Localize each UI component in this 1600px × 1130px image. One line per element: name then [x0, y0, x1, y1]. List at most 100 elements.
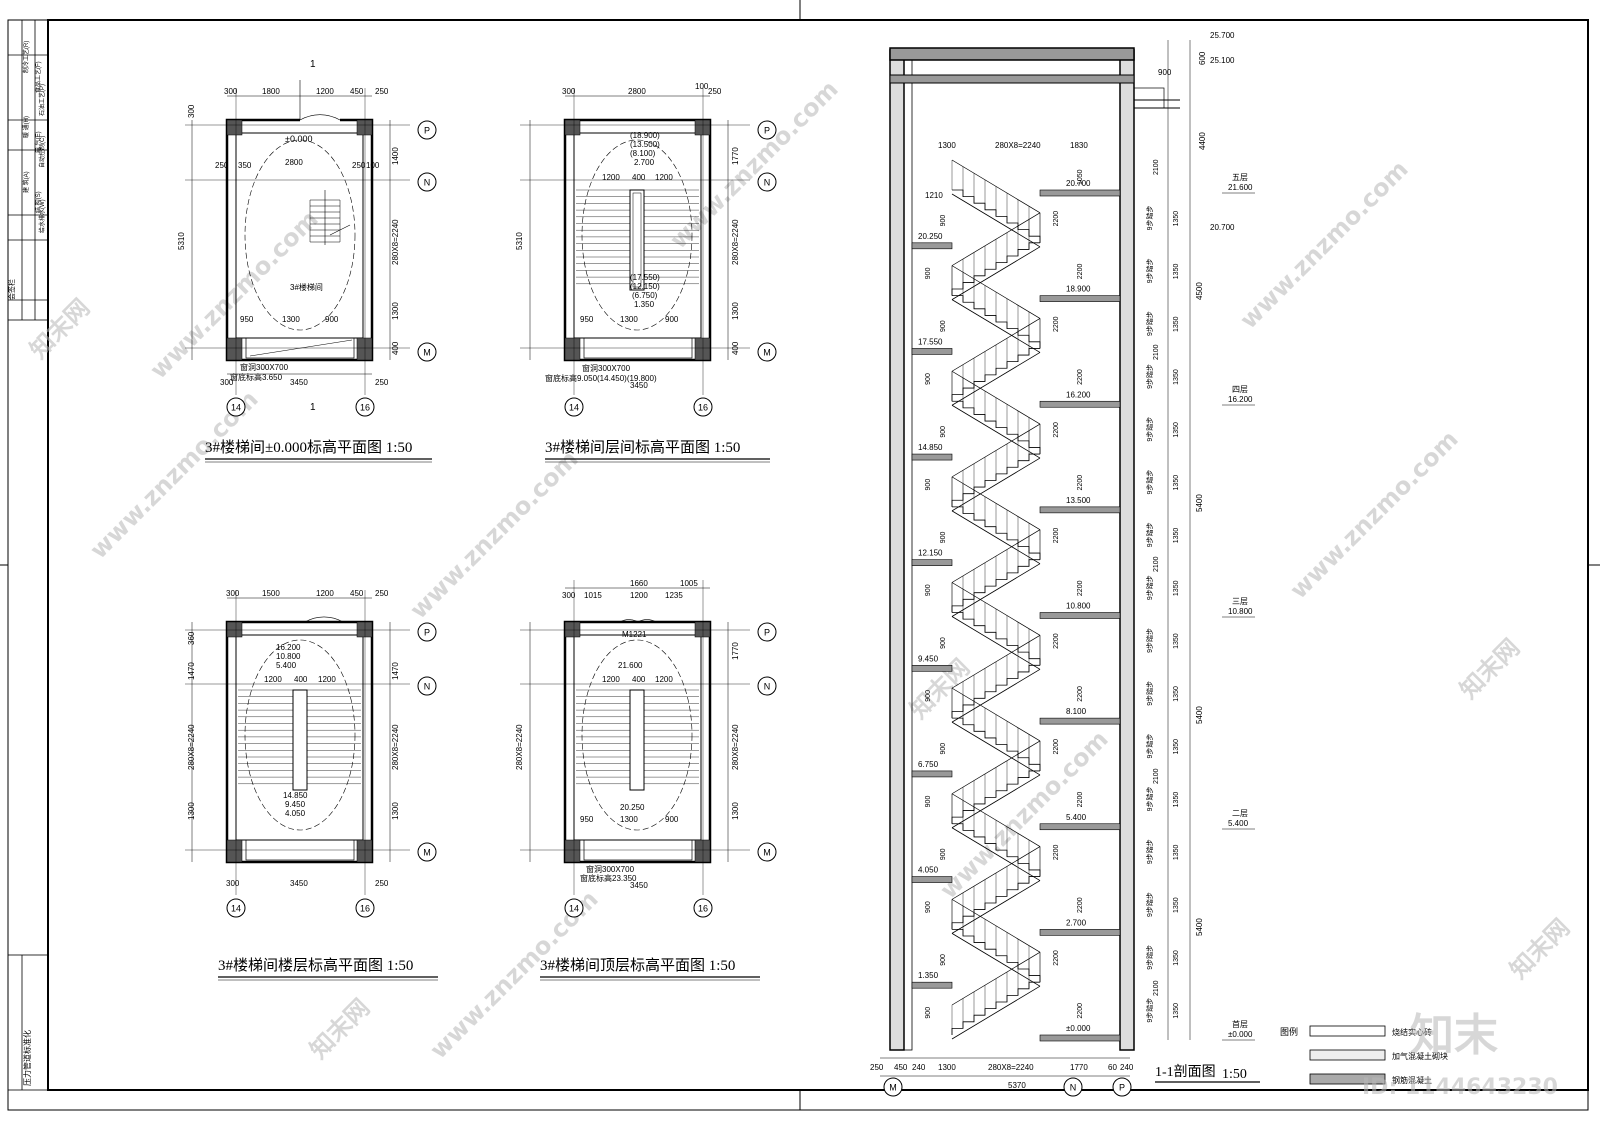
- dim: 9步踏步: [1145, 522, 1154, 547]
- dim: 1470: [391, 662, 400, 680]
- section-title-group: 1-1剖面图 1:50: [1155, 1064, 1260, 1083]
- title-block-row: 食品工艺(F): [34, 61, 42, 93]
- dim: 2200: [1077, 1003, 1084, 1019]
- dim: 280X8=2240: [731, 724, 740, 770]
- axis-bubble-label: P: [424, 628, 430, 638]
- dim: 250: [375, 87, 389, 96]
- dim: 450: [350, 589, 364, 598]
- floor-label: 首层: [1232, 1019, 1248, 1029]
- dim: 9步踏步: [1145, 470, 1154, 495]
- axis-bubble-label: P: [424, 126, 430, 136]
- section-floors: [911, 189, 1121, 1042]
- dim: 2200: [1053, 633, 1060, 649]
- dim: 1350: [1173, 580, 1180, 596]
- dim: 900: [925, 267, 932, 279]
- cut-mark: 1: [310, 59, 316, 70]
- dim: 2200: [1077, 792, 1084, 808]
- dim: 9步踏步: [1145, 206, 1154, 231]
- dim: 950: [580, 315, 594, 324]
- dim: 280X8=2240: [391, 219, 400, 265]
- dim: 5400: [1195, 706, 1204, 724]
- dim: 1300: [391, 302, 400, 320]
- dim: 900: [925, 901, 932, 913]
- dim: 280X8=2240: [731, 219, 740, 265]
- dim: 900: [925, 584, 932, 596]
- axis-bubble-label: M: [423, 348, 431, 358]
- plan-title-floor: 3#楼梯间楼层标高平面图 1:50: [218, 957, 413, 974]
- axis-bubble-label: M: [423, 848, 431, 858]
- dim: 2200: [1077, 897, 1084, 913]
- level: ±0.000: [285, 134, 312, 144]
- legend-item: 加气混凝土砌块: [1392, 1051, 1448, 1061]
- dim: 2100: [1153, 980, 1160, 996]
- watermark-id: ID: 1144643230: [1362, 1075, 1558, 1100]
- dim: 9步踏步: [1145, 258, 1154, 283]
- section-level: 20.700: [1066, 179, 1091, 188]
- level: (6.750): [632, 291, 658, 300]
- dim: 900: [665, 315, 679, 324]
- floor-level: 21.600: [1228, 183, 1253, 192]
- level: 4.050: [285, 809, 306, 818]
- dim: 1350: [1173, 264, 1180, 280]
- dim: 300: [224, 87, 238, 96]
- dim: 240: [1120, 1063, 1134, 1072]
- axis-bubble-label: N: [1070, 1083, 1077, 1093]
- dim: 2200: [1053, 528, 1060, 544]
- title-block-row: 电 气(E): [34, 131, 42, 153]
- plan-titles: 3#楼梯间±0.000标高平面图 1:50 3#楼梯间层间标高平面图 1:50 …: [205, 439, 770, 981]
- section-level: 4.050: [918, 866, 939, 875]
- dim: 1350: [1173, 633, 1180, 649]
- dim: 1300: [938, 141, 956, 150]
- section-level: 16.200: [1066, 390, 1091, 399]
- door-label: M1221: [622, 630, 647, 639]
- dim: 900: [1158, 68, 1172, 77]
- dim: 2100: [1153, 768, 1160, 784]
- dim: 9步踏步: [1145, 839, 1154, 864]
- dim: 280X8=2240: [988, 1063, 1034, 1072]
- level: (12.150): [630, 282, 660, 291]
- dim: 1770: [731, 642, 740, 660]
- dim: 450: [350, 87, 364, 96]
- section-level: 1.350: [918, 971, 939, 980]
- section-level: 25.700: [1210, 31, 1235, 40]
- watermark-brand: 知末 ID: 1144643230: [1362, 1010, 1558, 1100]
- dim: 300: [562, 591, 576, 600]
- dim: 1005: [680, 579, 698, 588]
- dim: 60: [1108, 1063, 1117, 1072]
- title-block-row: 石油工艺(P): [38, 84, 46, 116]
- dim: 5400: [1195, 494, 1204, 512]
- dim: 900: [940, 320, 947, 332]
- dim: 450: [894, 1063, 908, 1072]
- title-block-bottom: 压力管道标准化: [22, 1030, 32, 1086]
- dim: 300: [220, 378, 234, 387]
- dim: 280X8=2240: [391, 724, 400, 770]
- section-level: 9.450: [918, 654, 939, 663]
- dim: 2200: [1053, 844, 1060, 860]
- dim: 900: [925, 479, 932, 491]
- dim: 900: [925, 373, 932, 385]
- section-level: 25.100: [1210, 56, 1235, 65]
- dim: 900: [940, 531, 947, 543]
- dim: 9步踏步: [1145, 734, 1154, 759]
- dim: 2100: [1153, 556, 1160, 572]
- section-labels: ±0.0001.3502.7004.0505.4006.7508.1009.45…: [918, 31, 1255, 1041]
- legend-item: 钢筋混凝土: [1392, 1075, 1432, 1085]
- floor-label: 四层: [1232, 385, 1248, 394]
- dim: 1200: [316, 589, 334, 598]
- dim: 1300: [187, 802, 196, 820]
- dim: 1800: [262, 87, 280, 96]
- section-title: 1-1剖面图: [1155, 1064, 1216, 1080]
- dim: 900: [940, 954, 947, 966]
- dim: 600: [1198, 51, 1207, 65]
- dim: 5310: [177, 232, 186, 250]
- dim: 1350: [1173, 369, 1180, 385]
- dim: 900: [940, 743, 947, 755]
- dim: 3450: [290, 879, 308, 888]
- floor-level: 5.400: [1228, 819, 1249, 828]
- dim: 400: [731, 341, 740, 355]
- level: 5.400: [276, 661, 297, 670]
- dim: 1350: [1173, 950, 1180, 966]
- axis-bubble-label: 14: [231, 904, 241, 914]
